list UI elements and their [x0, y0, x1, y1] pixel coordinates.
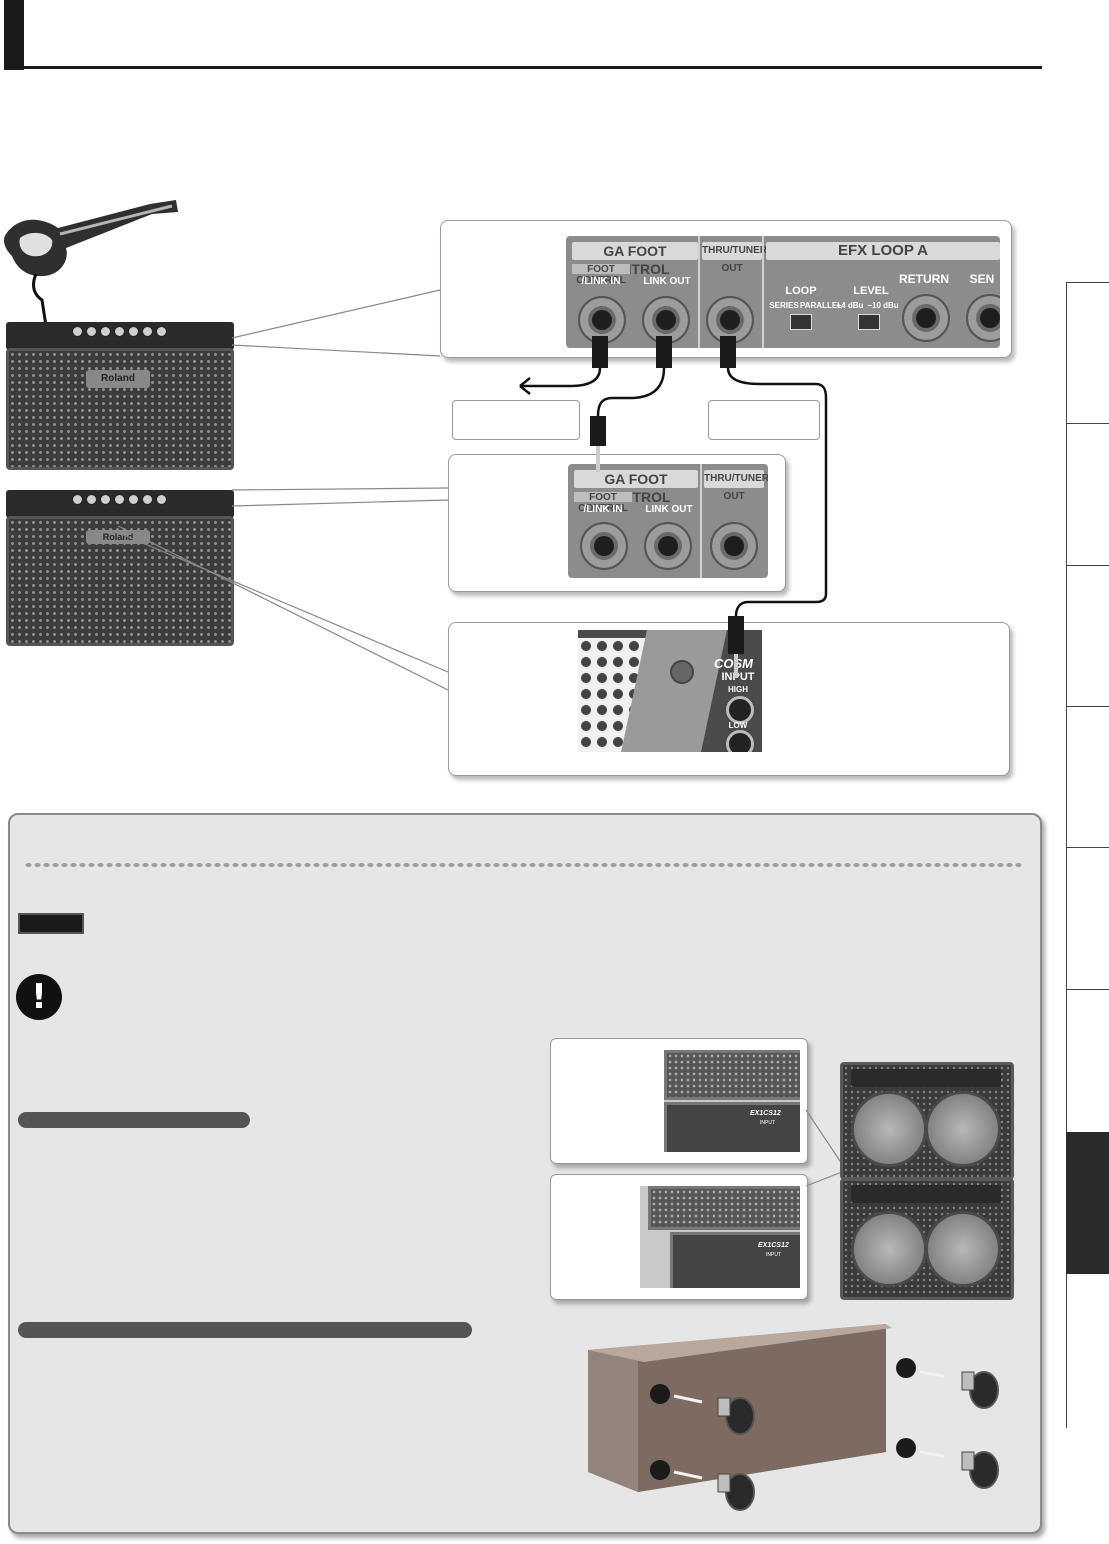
- chapter-tab-divider: [1066, 989, 1109, 990]
- amp-top-unit: Roland: [6, 322, 234, 470]
- level-switch[interactable]: [858, 314, 880, 330]
- jack-input-high[interactable]: [726, 696, 754, 724]
- input-label: INPUT: [766, 1252, 781, 1258]
- lower-cabinet-edge: [664, 1102, 800, 1152]
- amp-control-panel: [6, 322, 234, 350]
- panel-divider: [762, 236, 764, 348]
- amp-brand-badge: Roland: [86, 370, 150, 388]
- panel-divider: [700, 464, 702, 578]
- dotted-separator: [24, 862, 1024, 868]
- jack-send[interactable]: [966, 294, 1000, 342]
- loop-switch[interactable]: [790, 314, 812, 330]
- input-label: INPUT: [760, 1120, 775, 1126]
- amp-control-panel: [851, 1185, 1001, 1203]
- jack-link-out[interactable]: [644, 522, 692, 570]
- jack-label-link-out: LINK OUT: [645, 504, 693, 515]
- chapter-tab-divider: [1066, 706, 1109, 707]
- amp-control-panel: [6, 490, 234, 518]
- cosm-logo: COSM: [714, 656, 753, 671]
- link-out-note-bubble: [452, 400, 580, 440]
- upper-cabinet-edge: [648, 1186, 800, 1230]
- loop-label: LOOP: [785, 285, 817, 297]
- level-label: LEVEL: [853, 285, 889, 297]
- level-plus-label: +4 dBu: [836, 301, 864, 310]
- chapter-tabs-rail: [1066, 282, 1067, 1428]
- amp-bottom-unit: Roland: [6, 478, 234, 646]
- chapter-tab-divider: [1066, 282, 1109, 283]
- amp-grille: [6, 348, 234, 470]
- jack-label-foot-control: FOOT CONTROL: [576, 264, 626, 286]
- high-label: HIGH: [728, 685, 748, 694]
- warning-icon: !: [16, 974, 62, 1020]
- jack-label-link-in: /LINK IN: [583, 504, 623, 515]
- stacked-amps: [840, 1058, 1014, 1300]
- section-thru-tuner-out: THRU/TUNER OUT: [702, 242, 767, 274]
- upper-cabinet-edge: [664, 1050, 800, 1100]
- caster-illustration: [588, 1324, 999, 1511]
- foot-control-tag: [572, 264, 630, 274]
- section-efx-loop-a: EFX LOOP A: [766, 242, 1000, 260]
- return-label: RETURN: [899, 272, 949, 286]
- chapter-header-marker: [4, 0, 24, 70]
- model-label: EX1CS12: [758, 1242, 789, 1249]
- chapter-tab-divider: [1066, 847, 1109, 848]
- jack-input-low[interactable]: [726, 730, 754, 752]
- note-tag: [18, 913, 84, 934]
- section-heading-bar: [18, 1112, 250, 1128]
- jack-label-foot-control: FOOT CONTROL: [578, 492, 628, 514]
- jack-return[interactable]: [902, 294, 950, 342]
- jack-thru-tuner-out[interactable]: [710, 522, 758, 570]
- jack-label-link-out: LINK OUT: [643, 276, 691, 287]
- jack-link-in[interactable]: [580, 522, 628, 570]
- upper-rear-panel: GA FOOT CONTROL THRU/TUNER OUT EFX LOOP …: [566, 236, 1000, 348]
- stack-amp-top: [840, 1062, 1014, 1180]
- send-label: SEN: [969, 272, 995, 286]
- panel-divider: [698, 236, 700, 348]
- stack-detail-2: EX1CS12 INPUT: [640, 1186, 800, 1288]
- stack-detail-1: EX1CS12 INPUT: [664, 1050, 800, 1152]
- jack-label-link-in: /LINK IN: [581, 276, 621, 287]
- model-label: EX1CS12: [750, 1110, 781, 1117]
- chapter-tab-active[interactable]: [1066, 1132, 1109, 1274]
- header-rule: [4, 66, 1042, 69]
- guitar-illustration: [4, 200, 178, 327]
- amp-control-panel: [851, 1069, 1001, 1087]
- section-heading-bar: [18, 1322, 472, 1338]
- foot-control-tag: [574, 492, 632, 502]
- chapter-tab-divider: [1066, 423, 1109, 424]
- loop-series-label: SERIES: [769, 301, 799, 310]
- chapter-tab-divider: [1066, 565, 1109, 566]
- low-label: LOW: [728, 721, 748, 730]
- tuner-out-note-bubble: [708, 400, 820, 440]
- section-thru-tuner-out: THRU/TUNER OUT: [704, 470, 768, 502]
- lower-cabinet-edge: [670, 1232, 800, 1288]
- cable-lines: [519, 336, 829, 678]
- bolt-icon: [670, 660, 694, 684]
- lower-rear-panel: GA FOOT CONTROL THRU/TUNER OUT FOOT CONT…: [568, 464, 768, 578]
- stack-amp-bottom: [840, 1178, 1014, 1300]
- loop-parallel-label: PARALLEL: [800, 301, 843, 310]
- leader-lines: [111, 289, 449, 691]
- tuner-input-panel: COSM INPUT HIGH LOW: [578, 630, 762, 752]
- level-minus-label: −10 dBu: [867, 301, 899, 310]
